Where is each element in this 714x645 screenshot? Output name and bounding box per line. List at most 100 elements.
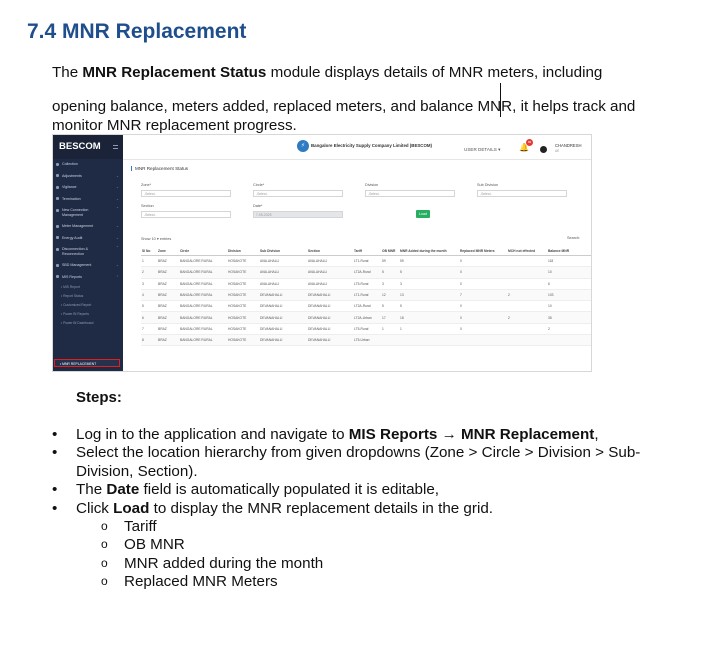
chevron-down-icon: ⌄ — [115, 196, 119, 201]
table-cell: BANGALORE RURAL — [179, 323, 227, 336]
sidebar-subitem[interactable]: • MIS Report — [61, 285, 80, 289]
hamburger-icon[interactable] — [113, 145, 118, 149]
sidebar-item-mis-reports[interactable]: MIS Reports⌃ — [53, 272, 123, 284]
section-label: Section — [141, 204, 154, 208]
adjustments-icon — [56, 174, 59, 178]
grid-column-header[interactable]: Tariff — [353, 246, 381, 256]
show-entries[interactable]: Show 10 ▾ entries — [141, 237, 172, 241]
bescom-logo-icon: ⚡ — [297, 140, 309, 152]
table-cell: BRAZ — [157, 334, 179, 347]
grid-column-header[interactable]: Replaced MNR Meters — [459, 246, 507, 256]
table-cell[interactable] — [507, 278, 547, 290]
table-cell: LT1-Rural — [353, 255, 381, 268]
list-item: Log in to the application and navigate t… — [52, 426, 692, 445]
company-name: Bangalore Electricity Supply Company Lim… — [311, 143, 433, 148]
table-cell: 17 — [381, 311, 399, 324]
table-cell[interactable] — [507, 334, 547, 347]
table-cell: 5 — [141, 300, 157, 313]
table-cell[interactable]: 1 — [399, 323, 459, 336]
grid-column-header[interactable]: Circle — [179, 246, 227, 256]
table-cell: 7 — [459, 289, 507, 302]
table-cell: 3 — [141, 278, 157, 290]
sidebar-item-mnr-replacement[interactable]: • MNR REPLACEMENT — [54, 359, 120, 367]
table-cell: DEVANAHALLI — [307, 334, 353, 347]
table-cell: DEVANAHALLI — [259, 300, 307, 313]
grid-column-header[interactable]: OB MNR — [381, 246, 399, 256]
grid-column-header[interactable]: Zone — [157, 246, 179, 256]
sidebar-item-meter-management[interactable]: Meter Management⌄ — [53, 221, 123, 233]
table-cell[interactable] — [507, 255, 547, 268]
table-cell[interactable]: 59 — [399, 255, 459, 268]
table-cell[interactable]: 5 — [399, 300, 459, 313]
table-cell: 118 — [547, 255, 591, 268]
circle-select[interactable]: -Select- — [253, 190, 343, 197]
table-cell: DEVANAHALLI — [307, 311, 353, 324]
grid-column-header[interactable]: Sub Division — [259, 246, 307, 256]
table-cell: 103 — [547, 289, 591, 302]
table-cell: DEVANAHALLI — [259, 311, 307, 324]
sidebar-subitem[interactable]: • Report Status — [61, 294, 84, 298]
table-cell[interactable] — [399, 334, 459, 347]
table-cell: AVALAHALLI — [259, 255, 307, 268]
zone-select[interactable]: -Select- — [141, 190, 231, 197]
sidebar-subitem[interactable]: • Customized Report — [61, 303, 92, 307]
sidebar-item-sbd-management[interactable]: SBD Management⌄ — [53, 260, 123, 272]
grid-column-header[interactable]: Section — [307, 246, 353, 256]
load-button[interactable]: Load — [416, 210, 430, 218]
table-cell: BRAZ — [157, 278, 179, 290]
table-cell[interactable]: 2 — [507, 289, 547, 302]
user-details-button[interactable]: USER DETAILS ▾ — [464, 147, 501, 152]
top-bar: ⚡ Bangalore Electricity Supply Company L… — [123, 135, 591, 160]
table-cell: 2 — [547, 323, 591, 336]
table-cell: BANGALORE RURAL — [179, 311, 227, 324]
sidebar-subitem[interactable]: • Power BI Reports — [61, 312, 89, 316]
table-cell[interactable] — [507, 300, 547, 313]
sidebar-item-energy-audit[interactable]: Energy Audit⌄ — [53, 233, 123, 245]
table-cell: AVALAHALLI — [307, 266, 353, 279]
grid-column-header[interactable]: Division — [227, 246, 259, 256]
sidebar-subitem[interactable]: • Power BI Dashboard — [61, 321, 94, 325]
table-cell[interactable] — [507, 323, 547, 336]
subdivision-select[interactable]: -Select- — [477, 190, 567, 197]
avatar[interactable] — [540, 146, 547, 153]
date-field[interactable]: 7-05-2025 — [253, 211, 343, 218]
table-cell: 12 — [381, 289, 399, 302]
table-cell[interactable]: 3 — [399, 278, 459, 290]
table-cell: HOSAKOTE — [227, 266, 259, 279]
division-select[interactable]: -Select- — [365, 190, 455, 197]
bell-icon[interactable]: 🔔 — [519, 143, 529, 152]
grid-column-header[interactable]: Balance MNR — [547, 246, 591, 256]
grid-column-header[interactable]: Sl No — [141, 246, 157, 256]
zone-label: Zone* — [141, 183, 152, 187]
table-cell[interactable]: 2 — [507, 311, 547, 324]
intro-paragraph: The MNR Replacement Status module displa… — [52, 64, 636, 134]
sidebar-item-adjustments[interactable]: Adjustments⌄ — [53, 171, 123, 183]
sidebar-item-termination[interactable]: Termination⌄ — [53, 194, 123, 206]
table-cell: BANGALORE RURAL — [179, 255, 227, 268]
sidebar-item-vigilance[interactable]: Vigilance⌄ — [53, 182, 123, 194]
table-cell: AVALAHALLI — [307, 255, 353, 268]
section-select[interactable]: -Select- — [141, 211, 231, 218]
table-cell: LT1-Rural — [353, 289, 381, 302]
table-cell[interactable]: 13 — [399, 289, 459, 302]
table-cell — [381, 334, 399, 347]
search-label: Search: — [567, 236, 581, 240]
table-cell: BRAZ — [157, 323, 179, 336]
sidebar-item-collection[interactable]: Collection — [53, 159, 123, 171]
list-item: Select the location hierarchy from given… — [52, 444, 692, 481]
sidebar-item-disconnection[interactable]: Disconnection &Reconnection⌄ — [53, 244, 123, 260]
chevron-down-icon: ⌄ — [115, 205, 119, 209]
table-cell[interactable]: 18 — [399, 311, 459, 324]
grid-column-header[interactable]: MNR Added during the month — [399, 246, 459, 256]
table-cell: LT5-Rural — [353, 278, 381, 290]
table-cell[interactable]: 5 — [399, 266, 459, 279]
vigilance-icon — [56, 185, 59, 189]
table-cell[interactable] — [507, 266, 547, 279]
grid-column-header[interactable]: MCH not effected — [507, 246, 547, 256]
